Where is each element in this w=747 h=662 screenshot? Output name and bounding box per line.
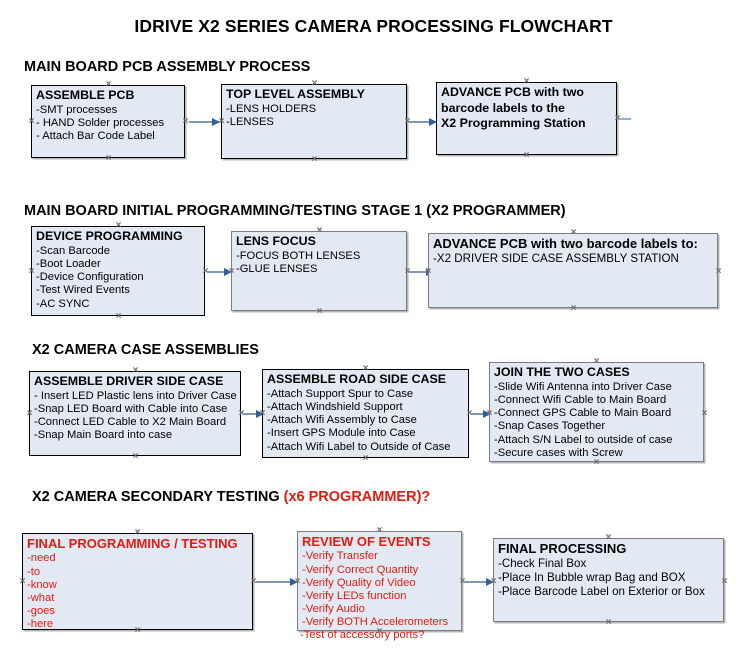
flow-box-line: -Scan Barcode (36, 244, 111, 257)
flow-box-line: -Connect GPS Cable to Main Board (494, 407, 672, 420)
flow-box-line: -Verify Quality of Video (302, 576, 416, 589)
flow-box-overflow-line: -Test of accessory ports? (300, 629, 425, 641)
flow-box-line: -LENS HOLDERS (226, 102, 317, 115)
flow-box-line: -GLUE LENSES (236, 262, 318, 275)
flow-box-title: ASSEMBLE PCB (36, 88, 135, 102)
flow-box-line: - Attach Bar Code Label (36, 130, 155, 143)
flow-box-title: ADVANCE PCB with two (441, 85, 584, 99)
flow-box-line: -here (27, 618, 54, 631)
flow-box-line: -Verify LEDs function (302, 589, 407, 602)
connector-arrow-top-level-to-advance-pcb (409, 121, 436, 123)
flow-box-line: -Attach Windshield Support (267, 400, 403, 413)
section-heading-x2-camera-case-assemblies: X2 CAMERA CASE ASSEMBLIES (32, 342, 259, 358)
flow-box-line: -X2 DRIVER SIDE CASE ASSEMBLY STATION (433, 252, 679, 266)
flow-box-title: TOP LEVEL ASSEMBLY (226, 87, 365, 101)
section-heading-main-board-pcb-assembly: MAIN BOARD PCB ASSEMBLY PROCESS (24, 59, 310, 75)
flow-box-line: -Attach S/N Label to outside of case (494, 433, 673, 446)
flow-box-line: -AC SYNC (36, 297, 90, 310)
flow-box-assemble-pcb[interactable]: ASSEMBLE PCB -SMT processes - HAND Solde… (31, 85, 185, 158)
flow-box-title: LENS FOCUS (236, 234, 316, 248)
flow-box-line: -to (27, 565, 41, 578)
connector-arrow-driver-case-to-road-case (243, 413, 263, 415)
flow-box-device-programming[interactable]: DEVICE PROGRAMMING -Scan Barcode -Boot L… (31, 226, 205, 316)
connector-arrow-review-events-to-final-processing (464, 581, 493, 583)
section-heading-text: X2 CAMERA SECONDARY TESTING (32, 489, 284, 505)
flow-box-line: -Verify Transfer (302, 550, 378, 563)
flow-box-line: -Boot Loader (36, 257, 101, 270)
section-heading-text: X2 CAMERA CASE ASSEMBLIES (32, 342, 259, 358)
flow-box-line: -LENSES (226, 115, 274, 128)
section-heading-x2-camera-secondary-testing: X2 CAMERA SECONDARY TESTING (x6 PROGRAMM… (32, 489, 430, 505)
flow-box-assemble-driver-side-case[interactable]: ASSEMBLE DRIVER SIDE CASE - Insert LED P… (29, 371, 241, 456)
flow-box-line: -need (27, 552, 56, 565)
flow-box-line: -Snap Cases Together (494, 420, 606, 433)
flow-box-line: -Device Configuration (36, 271, 144, 284)
flow-box-line: -what (27, 591, 55, 604)
flow-box-title: ASSEMBLE ROAD SIDE CASE (267, 372, 446, 386)
flow-box-line: -Attach Wifi Label to Outside of Case (267, 440, 451, 453)
flow-box-line: - HAND Solder processes (36, 116, 165, 129)
flow-box-lens-focus[interactable]: LENS FOCUS -FOCUS BOTH LENSES -GLUE LENS… (231, 231, 407, 311)
flow-box-title: REVIEW OF EVENTS (302, 534, 431, 549)
section-heading-accent: (x6 PROGRAMMER)? (283, 489, 431, 505)
flow-box-line: -Snap Main Board into case (34, 429, 173, 442)
flow-box-line: -Slide Wifi Antenna into Driver Case (494, 380, 672, 393)
flow-box-line: -Verify Correct Quantity (302, 563, 419, 576)
flow-box-top-level-assembly[interactable]: TOP LEVEL ASSEMBLY -LENS HOLDERS -LENSES (221, 84, 407, 159)
flow-box-line: -FOCUS BOTH LENSES (236, 249, 361, 262)
flow-box-line: -Test Wired Events (36, 284, 130, 297)
flow-box-title-line3: X2 Programming Station (441, 116, 586, 131)
flow-box-title: ASSEMBLE DRIVER SIDE CASE (34, 374, 224, 388)
connector-stub (619, 118, 631, 120)
connector-arrow-lens-focus-to-advance-pcb (409, 271, 433, 273)
flow-box-line: -Verify Audio (302, 603, 365, 616)
flow-box-line: -Secure cases with Screw (494, 446, 623, 459)
flow-box-advance-pcb-driver-side-case[interactable]: ADVANCE PCB with two barcode labels to: … (428, 233, 718, 308)
flow-box-line: - Insert LED Plastic lens into Driver Ca… (34, 389, 237, 402)
flow-box-line: -Attach Support Spur to Case (267, 387, 414, 400)
flow-box-final-programming-testing[interactable]: FINAL PROGRAMMING / TESTING -need -to -k… (22, 533, 253, 630)
flow-box-line: -Verify BOTH Accelerometers (302, 616, 449, 629)
flow-box-line: -Insert GPS Module into Case (267, 427, 416, 440)
flow-box-line: -Attach Wifi Assembly to Case (267, 414, 417, 427)
flow-box-line: -Check Final Box (498, 557, 587, 571)
flow-box-review-of-events[interactable]: REVIEW OF EVENTS -Verify Transfer -Verif… (297, 531, 462, 631)
page-title: IDRIVE X2 SERIES CAMERA PROCESSING FLOWC… (134, 16, 613, 36)
connector-arrow-final-programming-to-review-events (256, 581, 297, 583)
flow-box-line: -Place Barcode Label on Exterior or Box (498, 584, 705, 598)
connector-arrow-road-case-to-join-cases (471, 413, 490, 415)
flow-box-assemble-road-side-case[interactable]: ASSEMBLE ROAD SIDE CASE -Attach Support … (262, 369, 469, 458)
flow-box-line: -Snap LED Board with Cable into Case (34, 402, 228, 415)
section-heading-text: MAIN BOARD INITIAL PROGRAMMING/TESTING S… (24, 203, 566, 219)
flow-box-title: FINAL PROCESSING (498, 541, 627, 556)
flow-box-line: -Connect LED Cable to X2 Main Board (34, 416, 227, 429)
connector-arrow-assemble-pcb-to-top-level (189, 121, 219, 123)
flow-box-title: JOIN THE TWO CASES (494, 365, 630, 379)
flow-box-title: FINAL PROGRAMMING / TESTING (27, 536, 238, 551)
flow-box-title: DEVICE PROGRAMMING (36, 229, 183, 243)
section-heading-main-board-initial-programming: MAIN BOARD INITIAL PROGRAMMING/TESTING S… (24, 203, 566, 219)
flow-box-line: -know (27, 578, 57, 591)
section-heading-text: MAIN BOARD PCB ASSEMBLY PROCESS (24, 59, 311, 75)
flow-box-line: -Connect Wifi Cable to Main Board (494, 393, 667, 406)
flow-box-line: -Place In Bubble wrap Bag and BOX (498, 571, 686, 584)
flow-box-title: ADVANCE PCB with two barcode labels to: (433, 236, 698, 251)
flow-box-join-the-two-cases[interactable]: JOIN THE TWO CASES -Slide Wifi Antenna i… (489, 362, 704, 462)
flow-box-line: -SMT processes (36, 103, 118, 116)
flow-box-title-line2: barcode labels to the (441, 100, 565, 115)
flow-box-final-processing[interactable]: FINAL PROCESSING -Check Final Box -Place… (493, 538, 724, 622)
flow-box-advance-pcb-programming-station[interactable]: ADVANCE PCB with two barcode labels to t… (436, 82, 617, 155)
flow-box-line: -goes (27, 605, 55, 618)
connector-arrow-device-programming-to-lens-focus (207, 271, 231, 273)
